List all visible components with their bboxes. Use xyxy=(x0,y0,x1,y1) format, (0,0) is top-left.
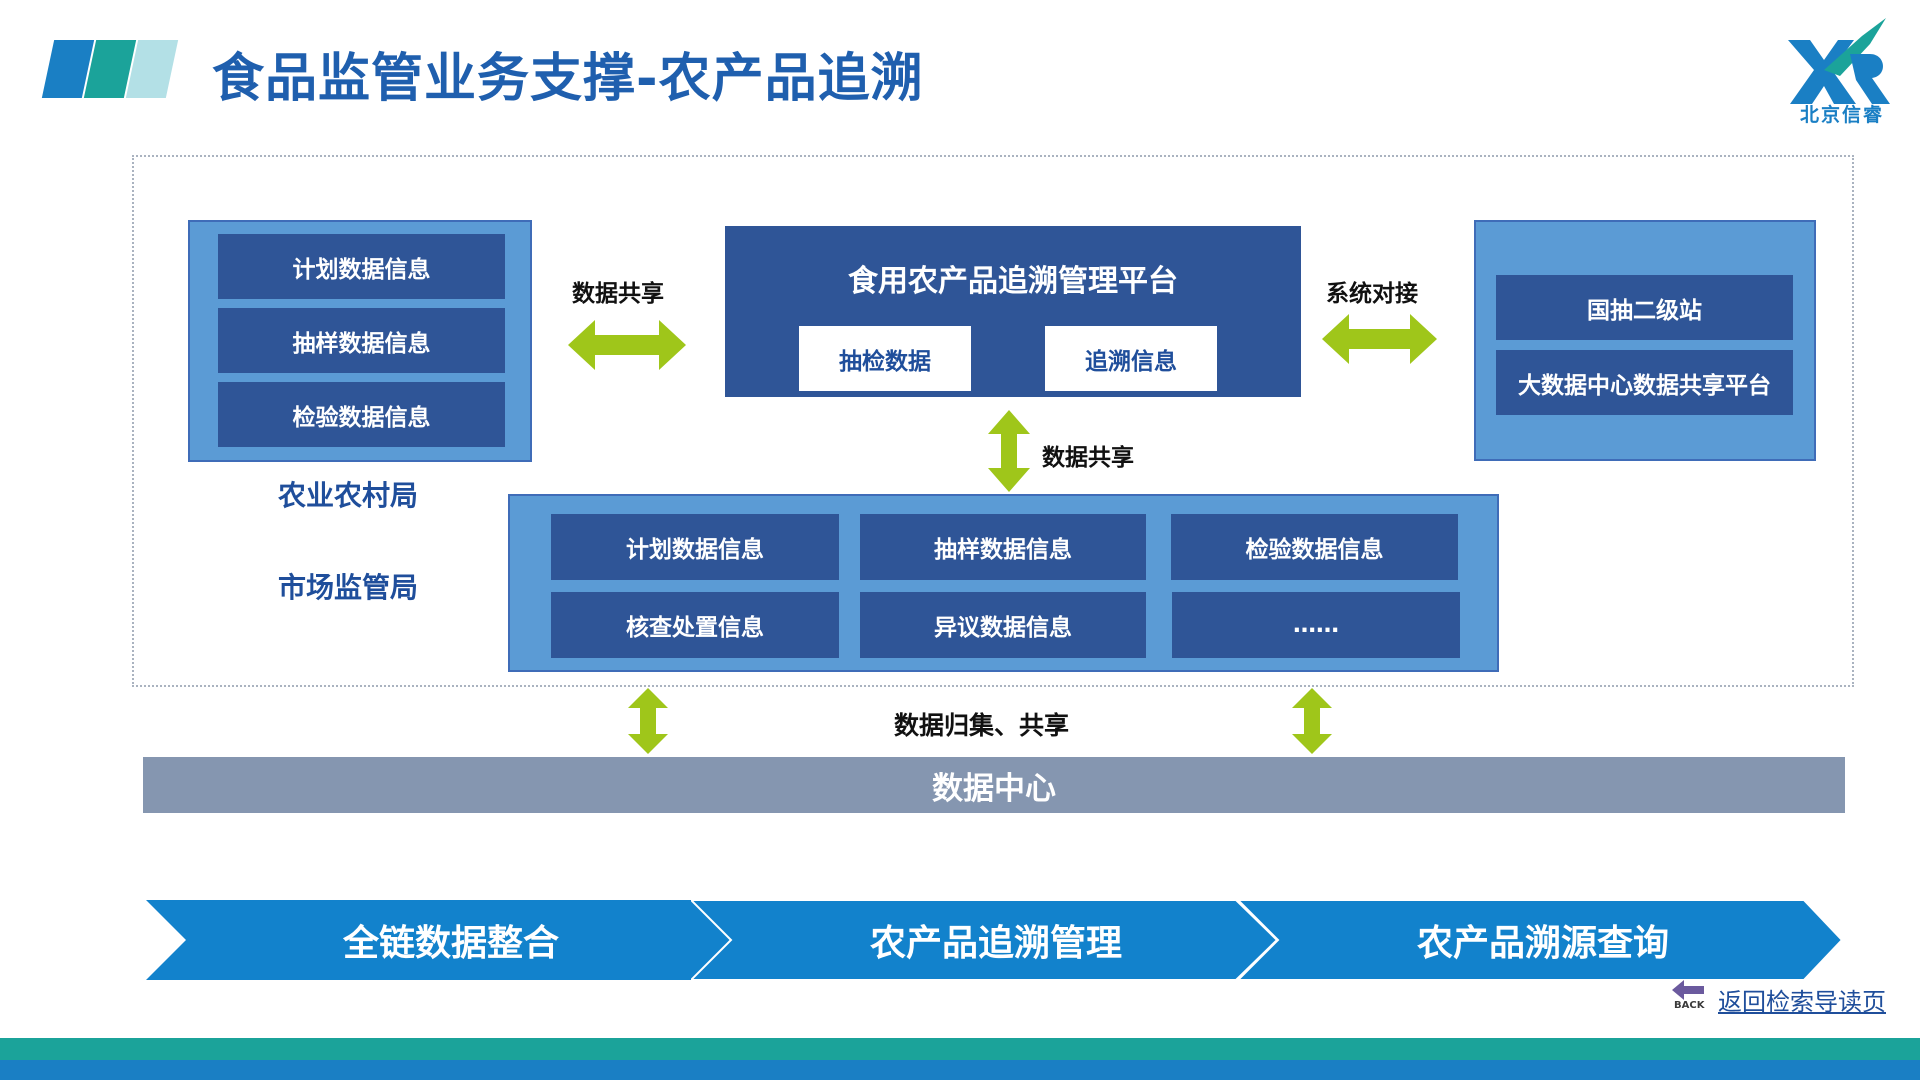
market-verification-handling-cell: 核查处置信息 xyxy=(551,592,839,658)
data-center-bar: 数据中心 xyxy=(143,757,1845,813)
vertical-double-arrow-icon xyxy=(988,410,1030,492)
market-bureau-label: 市场监管局 xyxy=(278,571,419,604)
market-inspection-data-cell: 检验数据信息 xyxy=(1171,514,1458,580)
collect-share-label: 数据归集、共享 xyxy=(894,711,1070,740)
page-title: 食品监管业务支撑-农产品追溯 xyxy=(212,49,924,109)
company-logo-icon xyxy=(1788,18,1890,104)
process-step-2-label: 农产品追溯管理 xyxy=(869,923,1122,964)
back-to-index-link[interactable]: 返回检索导读页 xyxy=(1718,988,1886,1016)
agri-bureau-label: 农业农村局 xyxy=(278,479,419,512)
agri-inspection-data-cell: 检验数据信息 xyxy=(218,382,505,447)
footer-band-blue xyxy=(0,1060,1920,1080)
collect-arrow-left-icon xyxy=(628,688,668,754)
market-more-cell: …… xyxy=(1172,592,1460,658)
process-step-1-chevron xyxy=(146,900,732,980)
architecture-frame xyxy=(132,155,1854,687)
agri-sample-data-cell: 抽样数据信息 xyxy=(218,308,505,373)
process-step-3-chevron xyxy=(1238,900,1842,980)
right-double-arrow-icon xyxy=(1322,314,1437,364)
left-double-arrow-icon xyxy=(568,320,686,370)
down-share-label: 数据共享 xyxy=(1042,445,1134,471)
agri-plan-data-cell: 计划数据信息 xyxy=(218,234,505,299)
process-step-3-label: 农产品溯源查询 xyxy=(1416,923,1669,964)
market-sample-data-cell: 抽样数据信息 xyxy=(860,514,1146,580)
platform-trace-info: 追溯信息 xyxy=(1045,326,1217,391)
platform-sampling-data: 抽检数据 xyxy=(799,326,971,391)
process-step-1-label: 全链数据整合 xyxy=(342,923,559,964)
back-badge-text: BACK xyxy=(1674,1000,1705,1011)
left-share-label: 数据共享 xyxy=(572,281,664,307)
market-plan-data-cell: 计划数据信息 xyxy=(551,514,839,580)
market-objection-data-cell: 异议数据信息 xyxy=(860,592,1146,658)
collect-arrow-right-icon xyxy=(1292,688,1332,754)
back-icon[interactable]: BACK xyxy=(1672,980,1708,1014)
bigdata-sharing-platform-cell: 大数据中心数据共享平台 xyxy=(1496,350,1793,415)
system-link-label: 系统对接 xyxy=(1326,281,1418,307)
national-secondary-station-cell: 国抽二级站 xyxy=(1496,275,1793,340)
national-station-panel xyxy=(1474,220,1816,461)
platform-title: 食用农产品追溯管理平台 xyxy=(848,264,1178,299)
logo-text: 北京信睿 xyxy=(1799,104,1884,126)
process-step-2-chevron xyxy=(691,900,1277,980)
footer-band-teal xyxy=(0,1038,1920,1060)
